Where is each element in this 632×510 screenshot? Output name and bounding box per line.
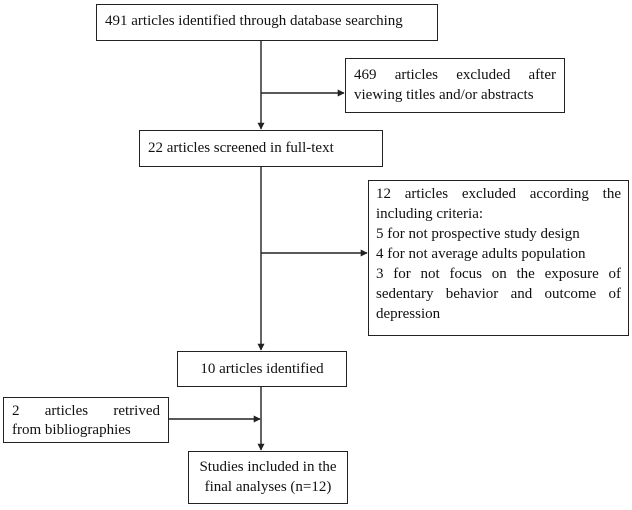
box-excluded-titles: 469 articles excluded after viewing titl… [345, 58, 565, 113]
box-excluded-criteria-line: depression [376, 306, 441, 322]
box-excluded-titles-line: viewing titles and/or abstracts [354, 87, 534, 103]
box-identified-10: 10 articles identified [177, 351, 347, 387]
box-bibliographies-line: from bibliographies [12, 422, 131, 438]
box-included: Studies included in the final analyses (… [188, 451, 348, 504]
box-included-line: Studies included in the [199, 459, 337, 475]
box-excluded-criteria: 12 articles excluded according the inclu… [368, 180, 629, 336]
box-screened: 22 articles screened in full-text [139, 130, 383, 167]
box-identified: 491 articles identified through database… [96, 4, 438, 41]
box-bibliographies: 2 articles retrived from bibliographies [3, 397, 169, 443]
box-bibliographies-line: 2 articles retrived [12, 403, 160, 419]
box-identified-10-text: 10 articles identified [200, 361, 324, 377]
box-included-line: final analyses (n=12) [204, 479, 332, 495]
box-excluded-criteria-line: 12 articles excluded according the [376, 186, 621, 202]
box-screened-text: 22 articles screened in full-text [148, 140, 334, 156]
box-excluded-criteria-line: 4 for not average adults population [376, 246, 586, 262]
box-excluded-criteria-line: sedentary behavior and outcome of [376, 286, 621, 302]
box-identified-text: 491 articles identified through database… [105, 13, 403, 29]
box-excluded-criteria-line: including criteria: [376, 206, 484, 222]
box-excluded-criteria-line: 5 for not prospective study design [376, 226, 580, 242]
box-excluded-titles-line: 469 articles excluded after [354, 67, 556, 83]
box-excluded-criteria-line: 3 for not focus on the exposure of [376, 266, 621, 282]
